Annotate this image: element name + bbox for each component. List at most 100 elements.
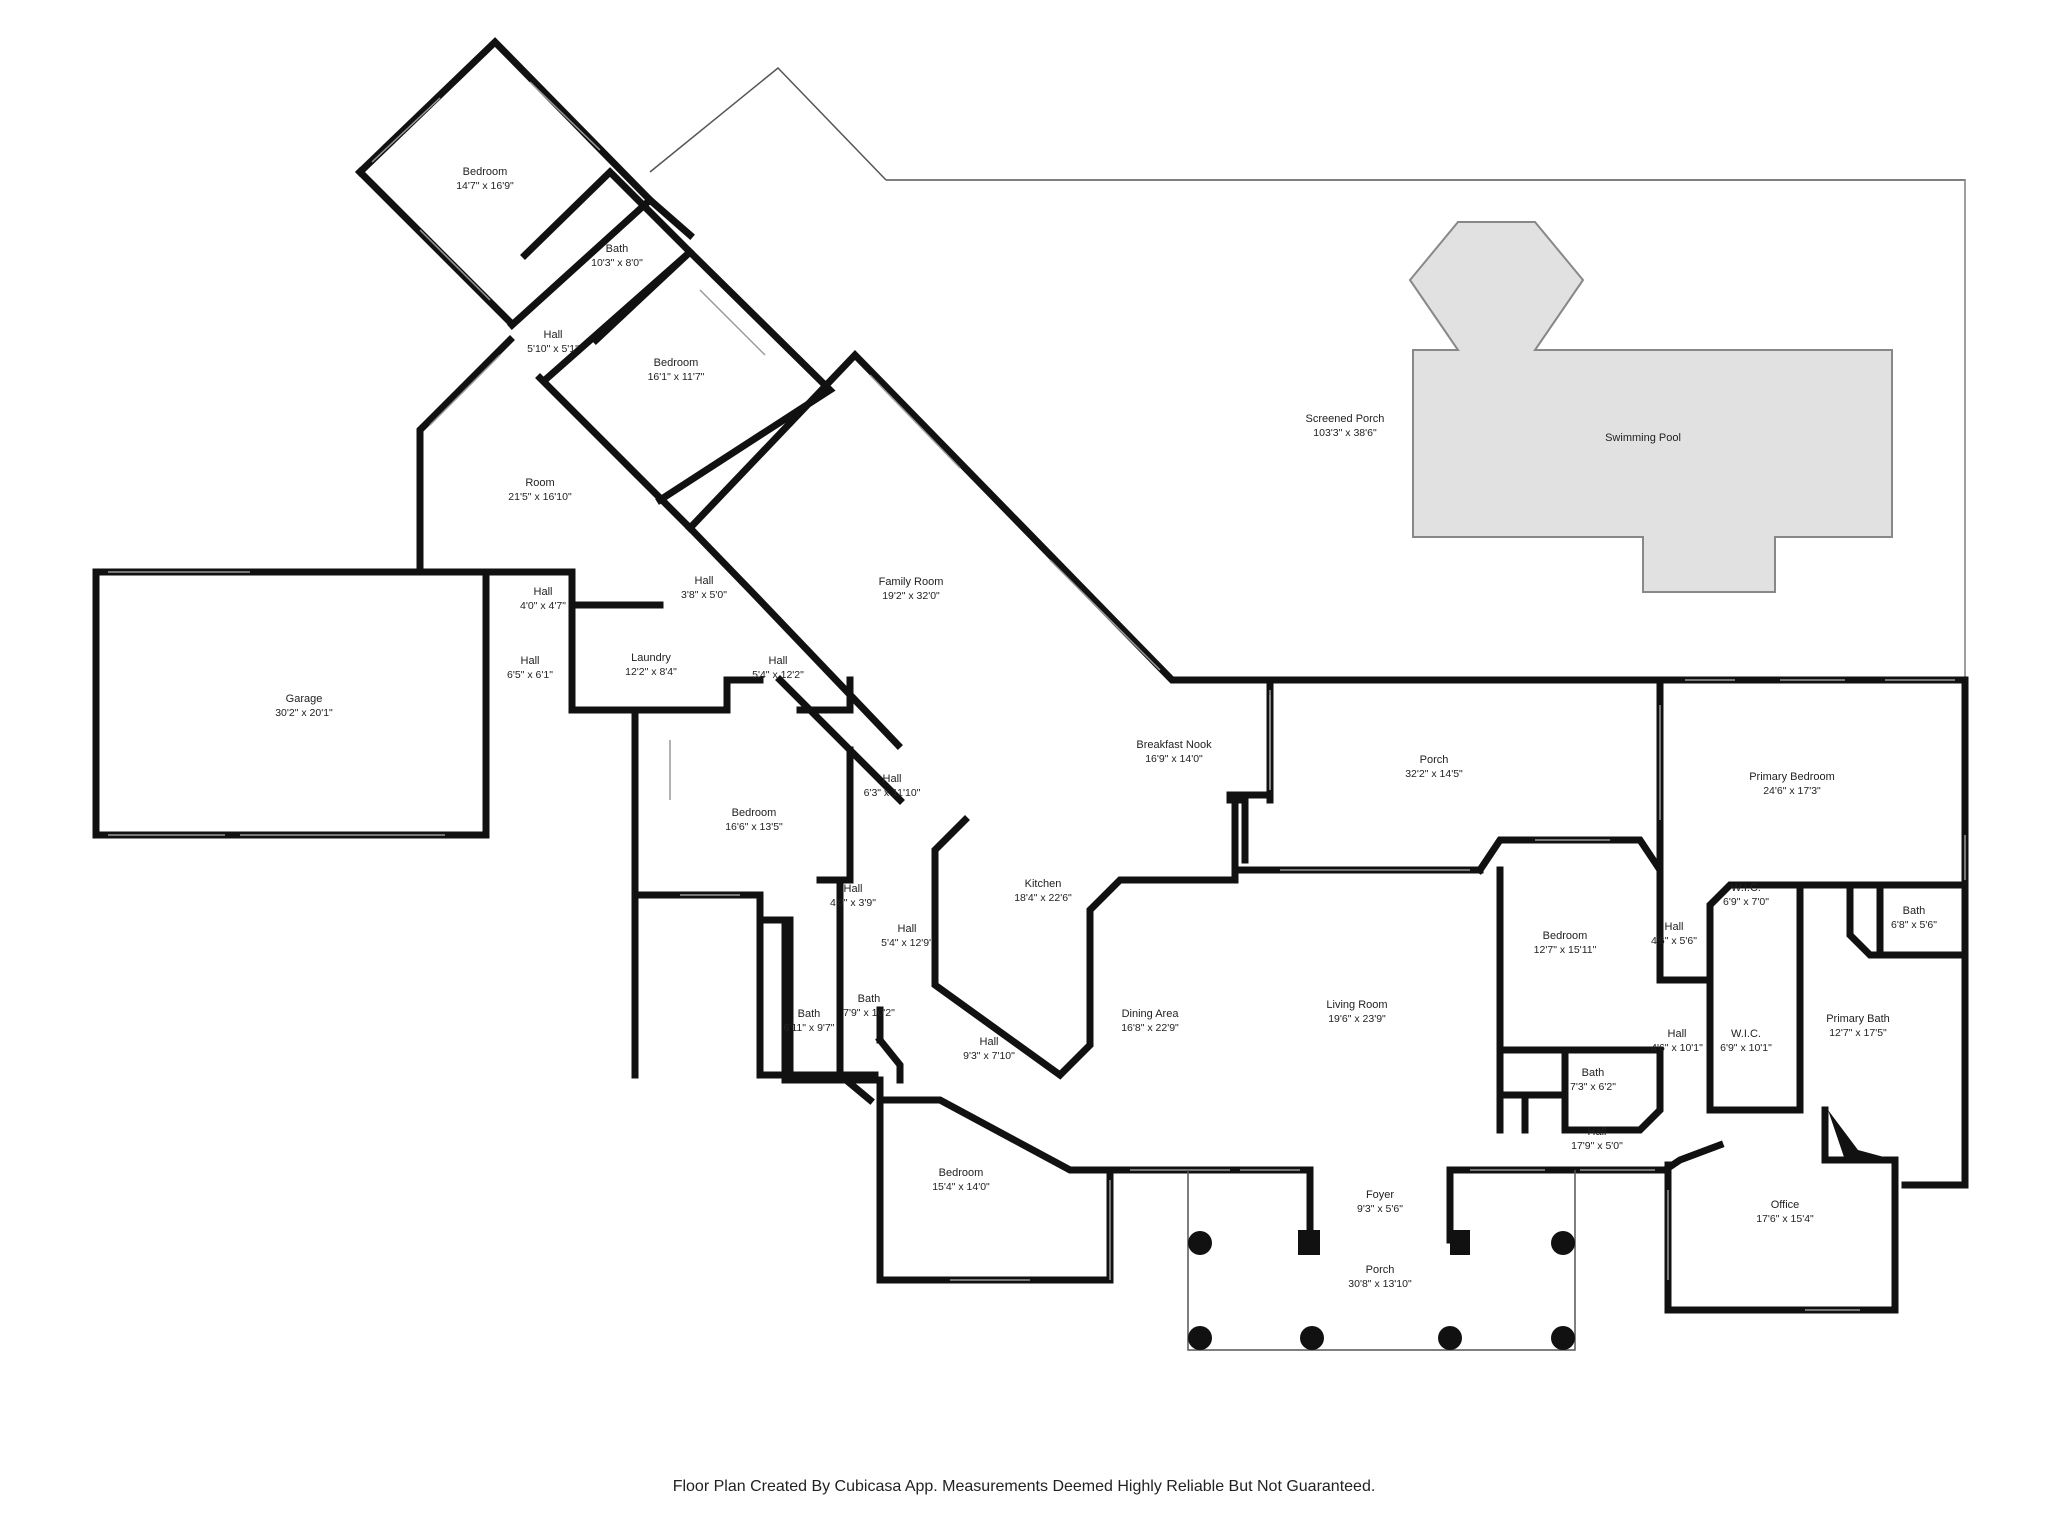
- room-label-swimming-pool: Swimming Pool: [1605, 432, 1681, 444]
- room-name: Porch: [1420, 754, 1449, 766]
- room-label-wic-2: W.I.C. 6'9" x 10'1": [1720, 1028, 1772, 1054]
- room-label-hall-d: Hall 5'4" x 12'2": [752, 655, 804, 681]
- room-dimensions: 4'6" x 5'6": [1651, 935, 1697, 947]
- room-label-bath-sw: Bath 7'9" x 10'2": [843, 993, 895, 1019]
- room-dimensions: 6'11" x 9'7": [784, 1022, 835, 1034]
- room-dimensions: 3'8" x 5'0": [681, 589, 727, 601]
- room-name: Porch: [1366, 1264, 1395, 1276]
- garage-walls: [92, 568, 490, 839]
- room-dimensions: 32'2" x 14'5": [1405, 768, 1463, 780]
- room-name: Hall: [1665, 921, 1684, 933]
- room-name: Bath: [606, 243, 629, 255]
- room-dimensions: 7'9" x 10'2": [843, 1007, 895, 1019]
- room-name: Room: [525, 477, 554, 489]
- room-name: Hall: [769, 655, 788, 667]
- room-name: Bedroom: [463, 166, 508, 178]
- room-dimensions: 24'6" x 17'3": [1763, 785, 1821, 797]
- room-name: Hall: [898, 923, 917, 935]
- room-label-bath-e: Bath 7'3" x 6'2": [1570, 1067, 1616, 1093]
- room-dimensions: 103'3" x 38'6": [1313, 427, 1377, 439]
- room-name: Hall: [534, 586, 553, 598]
- room-dimensions: 18'4" x 22'6": [1014, 892, 1072, 904]
- room-dimensions: 17'9" x 5'0": [1571, 1140, 1623, 1152]
- room-dimensions: 7'3" x 6'2": [1570, 1081, 1616, 1093]
- room-dimensions: 5'4" x 12'2": [752, 669, 804, 681]
- family-room-walls: [685, 349, 1274, 1080]
- room-dimensions: 9'3" x 7'10": [963, 1050, 1015, 1062]
- room-name: W.I.C.: [1731, 882, 1761, 894]
- room-dimensions: 10'3" x 8'0": [591, 257, 643, 269]
- room-dimensions: 4'0" x 3'9": [830, 897, 876, 909]
- room-label-hall-g: Hall 5'4" x 12'9": [881, 923, 933, 949]
- room-dimensions: 6'5" x 6'1": [507, 669, 553, 681]
- room-dimensions: 6'9" x 10'1": [1720, 1042, 1772, 1054]
- room-name: Bath: [1582, 1067, 1605, 1079]
- room-label-family-room: Family Room 19'2" x 32'0": [879, 576, 944, 602]
- nw-wing-walls: [355, 37, 836, 505]
- room-dimensions: 12'7" x 17'5": [1829, 1027, 1887, 1039]
- room-dimensions: 4'0" x 4'7": [520, 600, 566, 612]
- room-dimensions: 15'4" x 14'0": [932, 1181, 990, 1193]
- room-dimensions: 16'9" x 14'0": [1145, 753, 1203, 765]
- screened-porch-outline: [649, 66, 1966, 680]
- footer-note: Floor Plan Created By Cubicasa App. Meas…: [672, 1478, 1376, 1495]
- room-dimensions: 21'5" x 16'10": [508, 491, 572, 503]
- room-name: Living Room: [1326, 999, 1387, 1011]
- swimming-pool-shape: [1408, 221, 1893, 593]
- room-dimensions: 14'7" x 16'9": [456, 180, 514, 192]
- room-name: Bath: [1903, 905, 1926, 917]
- room-dimensions: 5'10" x 5'1": [527, 343, 579, 355]
- room-dimensions: 30'2" x 20'1": [275, 707, 333, 719]
- room-dimensions: 16'1" x 11'7": [648, 371, 705, 383]
- west-wing-walls: [482, 568, 879, 1105]
- room-name: Hall: [1668, 1028, 1687, 1040]
- room-walls: [416, 335, 695, 576]
- room-label-wic-1: W.I.C. 6'9" x 7'0": [1723, 882, 1769, 908]
- room-dimensions: 12'7" x 15'11": [1534, 944, 1597, 956]
- room-label-primary-bath: Primary Bath 12'7" x 17'5": [1826, 1013, 1890, 1039]
- room-name: Office: [1771, 1199, 1800, 1211]
- room-name: Bath: [858, 993, 881, 1005]
- room-name: Primary Bedroom: [1749, 771, 1835, 783]
- room-label-laundry: Laundry 12'2" x 8'4": [625, 652, 677, 678]
- room-dimensions: 6'3" x 11'10": [864, 787, 921, 799]
- room-name: Laundry: [631, 652, 671, 664]
- room-name: Garage: [286, 693, 323, 705]
- room-dimensions: 30'8" x 13'10": [1348, 1278, 1412, 1290]
- room-dimensions: 19'6" x 23'9": [1328, 1013, 1386, 1025]
- room-name: W.I.C.: [1731, 1028, 1761, 1040]
- room-name: Family Room: [879, 576, 944, 588]
- room-label-living-room: Living Room 19'6" x 23'9": [1326, 999, 1387, 1025]
- room-dimensions: 6'9" x 7'0": [1723, 896, 1769, 908]
- room-dimensions: 12'2" x 8'4": [625, 666, 677, 678]
- room-label-hall-c: Hall 6'5" x 6'1": [507, 655, 553, 681]
- room-name: Primary Bath: [1826, 1013, 1890, 1025]
- room-dimensions: 5'4" x 12'9": [881, 937, 933, 949]
- room-label-garage: Garage 30'2" x 20'1": [275, 693, 333, 719]
- room-label-room: Room 21'5" x 16'10": [508, 477, 572, 503]
- room-name: Hall: [521, 655, 540, 667]
- room-label-porch-rear: Porch 32'2" x 14'5": [1405, 754, 1463, 780]
- room-dimensions: 16'8" x 22'9": [1121, 1022, 1179, 1034]
- room-name: Bedroom: [939, 1167, 984, 1179]
- room-label-hall-h: Hall 4'6" x 5'6": [1651, 921, 1697, 947]
- rear-porch-outline: [1226, 690, 1271, 864]
- room-dimensions: 9'3" x 5'6": [1357, 1203, 1403, 1215]
- room-dimensions: 19'2" x 32'0": [882, 590, 940, 602]
